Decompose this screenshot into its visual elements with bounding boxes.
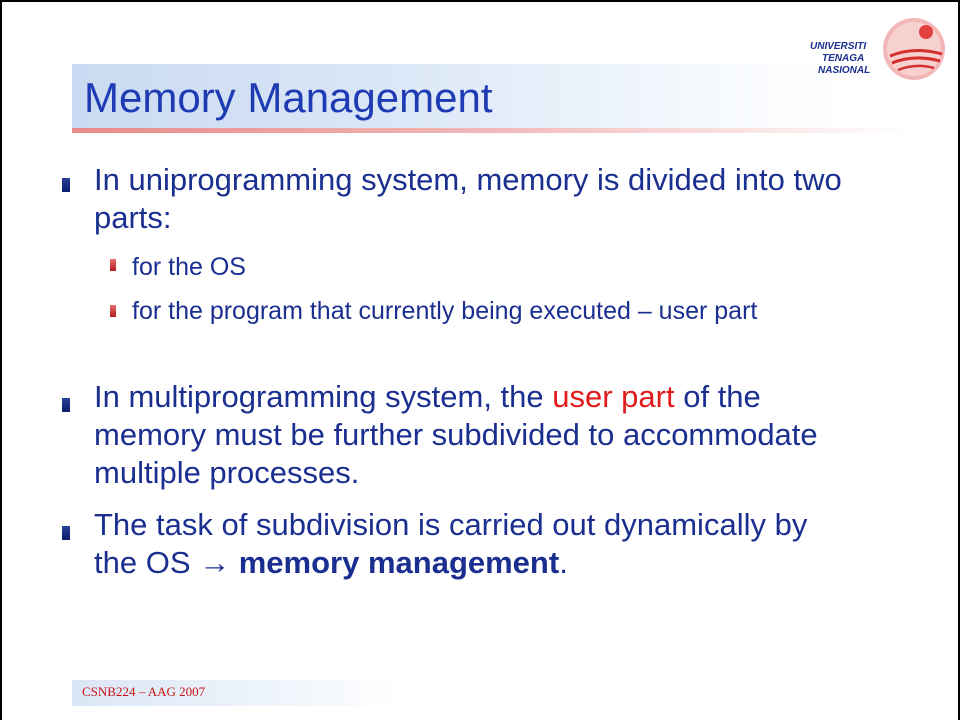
logo-text-line2: TENAGA	[822, 53, 864, 64]
slide-right-border	[958, 0, 960, 720]
bullet-text: of the memory must be further subdivided…	[94, 379, 818, 490]
sub-bullet-marker	[110, 305, 116, 317]
bullet-marker	[62, 526, 70, 540]
bullet-text: .	[559, 545, 568, 580]
footer-band	[72, 680, 402, 706]
title-band	[72, 64, 842, 132]
bullet-item: In multiprogramming system, the user par…	[94, 378, 854, 492]
arrow-icon: →	[199, 545, 231, 580]
slide-top-border	[0, 0, 960, 2]
logo-text-line3: NASIONAL	[818, 65, 870, 76]
logo-text-line1: UNIVERSITI	[810, 41, 866, 52]
bullet-marker	[62, 398, 70, 412]
sub-bullet-item: for the program that currently being exe…	[132, 297, 758, 325]
bullet-marker	[62, 178, 70, 192]
highlight-text: user part	[552, 379, 675, 414]
bullet-text: In multiprogramming system, the	[94, 379, 553, 414]
university-logo: UNIVERSITI TENAGA NASIONAL	[810, 18, 945, 80]
title-underline	[72, 128, 912, 133]
slide-left-border	[0, 0, 2, 720]
sub-bullet-marker	[110, 259, 116, 271]
slide-title: Memory Management	[84, 74, 493, 121]
bullet-text: The task of subdivision is carried out d…	[94, 507, 808, 580]
bullet-item: In uniprogramming system, memory is divi…	[94, 162, 842, 235]
footer-text: CSNB224 – AAG 2007	[82, 684, 206, 699]
bullet-item: The task of subdivision is carried out d…	[94, 506, 854, 582]
sub-bullet-item: for the OS	[132, 253, 246, 281]
bold-text: memory management	[238, 545, 560, 580]
